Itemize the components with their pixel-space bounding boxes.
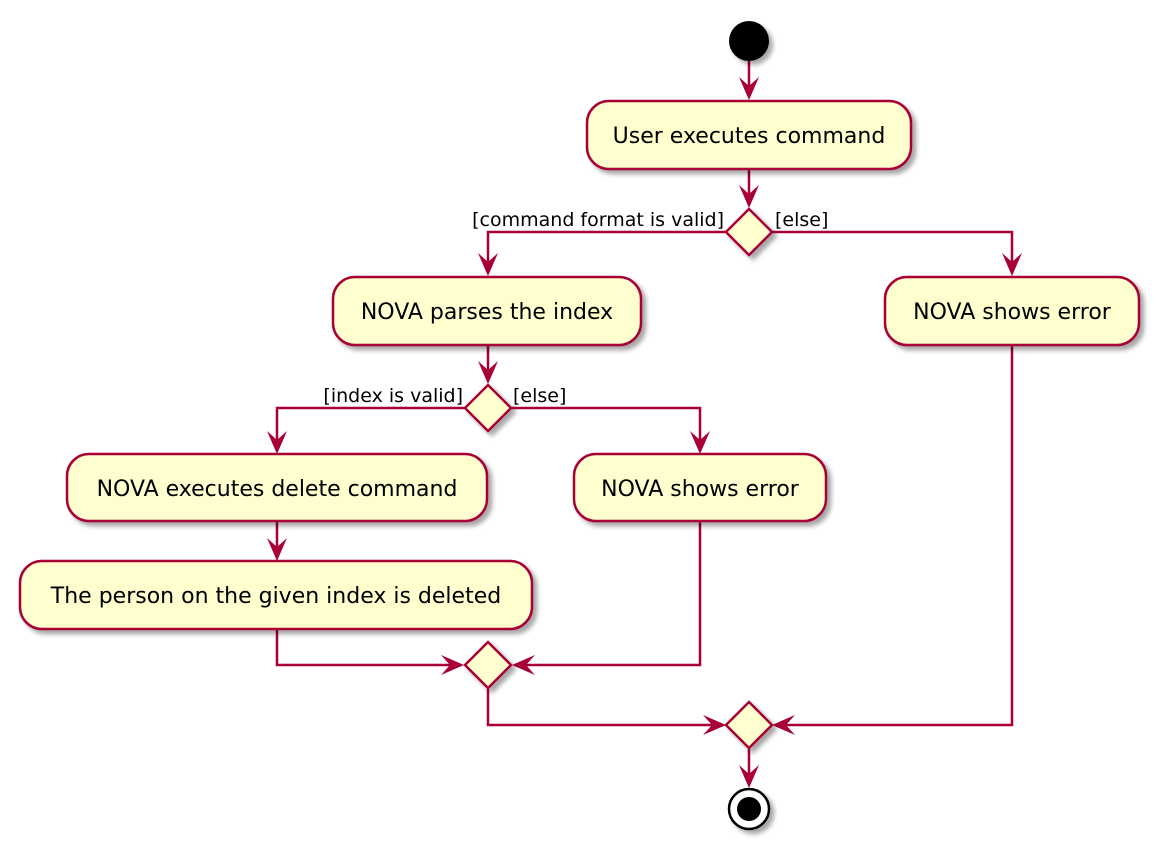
action-parse-index <box>331 275 643 347</box>
edge-index-valid-branch <box>275 406 465 446</box>
edge-error-index-to-merge-index <box>520 522 702 667</box>
arrowhead <box>478 253 498 276</box>
guard-format-valid: [command format is valid] <box>472 209 724 231</box>
merge-format <box>724 700 774 750</box>
edge-deleted-to-merge-index <box>275 630 456 667</box>
decision-format-valid <box>724 207 774 257</box>
arrowhead <box>267 431 287 454</box>
end-node <box>727 787 771 831</box>
arrowhead <box>739 765 759 788</box>
edge-format-valid-branch <box>486 230 726 268</box>
arrowhead <box>267 538 287 561</box>
arrowhead <box>703 715 726 735</box>
start-circle <box>729 21 769 61</box>
guard-index-valid: [index is valid] <box>323 385 463 407</box>
arrowhead <box>1002 253 1022 276</box>
action-shows-error-index-label: NOVA shows error <box>601 477 800 502</box>
edge-index-else-branch <box>511 406 702 446</box>
action-shows-error-format-label: NOVA shows error <box>913 300 1112 325</box>
action-parse-index-label: NOVA parses the index <box>361 300 613 325</box>
action-person-deleted <box>18 559 534 631</box>
action-user-executes <box>585 99 913 171</box>
action-person-deleted-label: The person on the given index is deleted <box>50 584 501 609</box>
action-shows-error-index <box>572 452 828 523</box>
arrowhead <box>739 185 759 208</box>
guard-format-else: [else] <box>775 209 828 231</box>
end-inner-dot <box>737 797 761 821</box>
edges <box>267 60 1022 788</box>
arrowhead <box>739 77 759 100</box>
arrowhead <box>690 431 710 454</box>
edge-merge-index-to-merge-format <box>486 689 718 727</box>
arrowhead <box>512 655 535 675</box>
edge-error-format-to-merge-format <box>780 346 1014 727</box>
merge-index <box>463 640 513 690</box>
edge-format-else-branch <box>772 230 1014 268</box>
arrowhead <box>772 715 795 735</box>
action-execute-delete-label: NOVA executes delete command <box>97 477 458 502</box>
start-node <box>729 21 769 61</box>
arrowhead <box>441 655 464 675</box>
arrowhead <box>478 361 498 384</box>
decision-index-valid <box>463 383 513 433</box>
action-user-executes-label: User executes command <box>613 124 886 149</box>
action-shows-error-format <box>883 275 1141 347</box>
guard-index-else: [else] <box>513 385 566 407</box>
action-execute-delete <box>65 452 489 523</box>
